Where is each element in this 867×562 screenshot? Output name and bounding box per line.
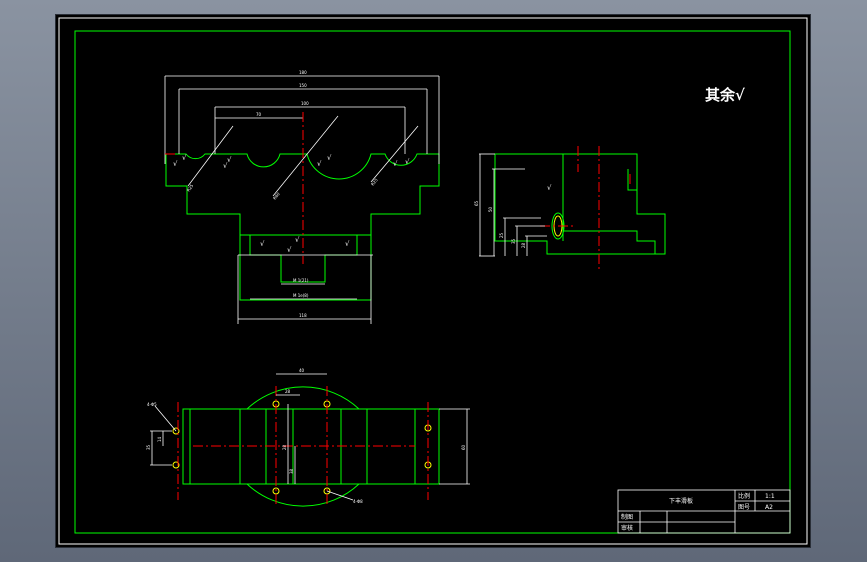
dim-mid-width: 150 [299, 83, 307, 88]
svg-text:√: √ [260, 240, 265, 248]
svg-text:35: 35 [511, 238, 516, 244]
svg-text:√: √ [173, 160, 178, 168]
top-body [182, 408, 440, 485]
svg-text:50: 50 [488, 206, 493, 212]
svg-text:38: 38 [289, 468, 294, 474]
svg-text:√: √ [295, 236, 300, 244]
side-view: √ 65 50 25 35 28 [474, 146, 666, 269]
roughness-note: 其余√ [705, 86, 745, 104]
svg-text:65: 65 [474, 200, 479, 206]
svg-text:√: √ [227, 156, 232, 164]
dim-base-width: 118 [299, 313, 307, 318]
svg-text:制图: 制图 [621, 513, 633, 521]
front-outline [165, 153, 440, 236]
svg-text:40: 40 [299, 368, 305, 373]
drawing-border [74, 30, 791, 534]
front-radius-leaders: R25 R60 R25 [186, 115, 419, 201]
dim-slot-outer: M 1e(8) [293, 293, 309, 298]
cad-viewport[interactable]: 其余√ 180 150 100 70 118 M 1e( [55, 14, 811, 548]
front-roughness-symbols: √ √ √ √ √ √ √ √ √ √ √ √ [173, 154, 410, 254]
svg-text:28: 28 [521, 242, 526, 248]
svg-text:1:1: 1:1 [765, 493, 775, 500]
dim-overall-width: 180 [299, 70, 307, 75]
hole-callout-right: 4-Φ8 [353, 499, 363, 504]
svg-text:√: √ [393, 160, 398, 168]
svg-text:√: √ [345, 240, 350, 248]
dim-inner-width: 100 [301, 101, 309, 106]
svg-text:审核: 审核 [621, 524, 633, 532]
svg-text:35: 35 [146, 444, 151, 450]
svg-text:60: 60 [461, 444, 466, 450]
engineering-drawing: 其余√ 180 150 100 70 118 M 1e( [58, 17, 808, 545]
top-flange-arc-bottom [246, 483, 360, 507]
svg-text:28: 28 [282, 444, 287, 450]
svg-text:A2: A2 [765, 504, 773, 511]
radius-label-right: R25 [370, 177, 379, 187]
title-part-name: 下丰滑板 [669, 497, 693, 505]
dim-slot-inner: M 1(21) [293, 278, 309, 283]
svg-text:√: √ [327, 154, 332, 162]
svg-text:√: √ [182, 154, 187, 162]
svg-text:√: √ [317, 160, 322, 168]
svg-text:比例: 比例 [738, 492, 750, 500]
dim-offset: 70 [256, 112, 262, 117]
top-dimensions: 40 28 35 14 28 38 60 4-Φ5 4-Φ8 [146, 368, 470, 504]
svg-text:√: √ [405, 158, 410, 166]
svg-text:√: √ [287, 246, 292, 254]
radius-label-left: R25 [186, 183, 195, 193]
svg-text:√: √ [223, 162, 228, 170]
svg-text:图号: 图号 [738, 504, 750, 511]
svg-text:√: √ [547, 184, 552, 192]
front-view: 180 150 100 70 118 M 1e(8) M 1(21) R2 [164, 70, 440, 324]
hole-callout-left: 4-Φ5 [147, 402, 157, 407]
side-dimensions: 65 50 25 35 28 [474, 153, 547, 257]
radius-label-center: R60 [272, 191, 281, 201]
svg-text:25: 25 [499, 232, 504, 238]
svg-text:28: 28 [285, 389, 291, 394]
top-holes [172, 400, 432, 495]
front-dimensions: 180 150 100 70 118 M 1e(8) M 1(21) [164, 70, 440, 324]
top-flange-arc-top [246, 386, 360, 410]
title-block: 下丰滑板 比例 1:1 图号 A2 制图 审核 [617, 489, 791, 534]
svg-text:14: 14 [157, 436, 162, 442]
top-view: 40 28 35 14 28 38 60 4-Φ5 4-Φ8 [146, 368, 470, 507]
outer-frame [58, 17, 808, 545]
